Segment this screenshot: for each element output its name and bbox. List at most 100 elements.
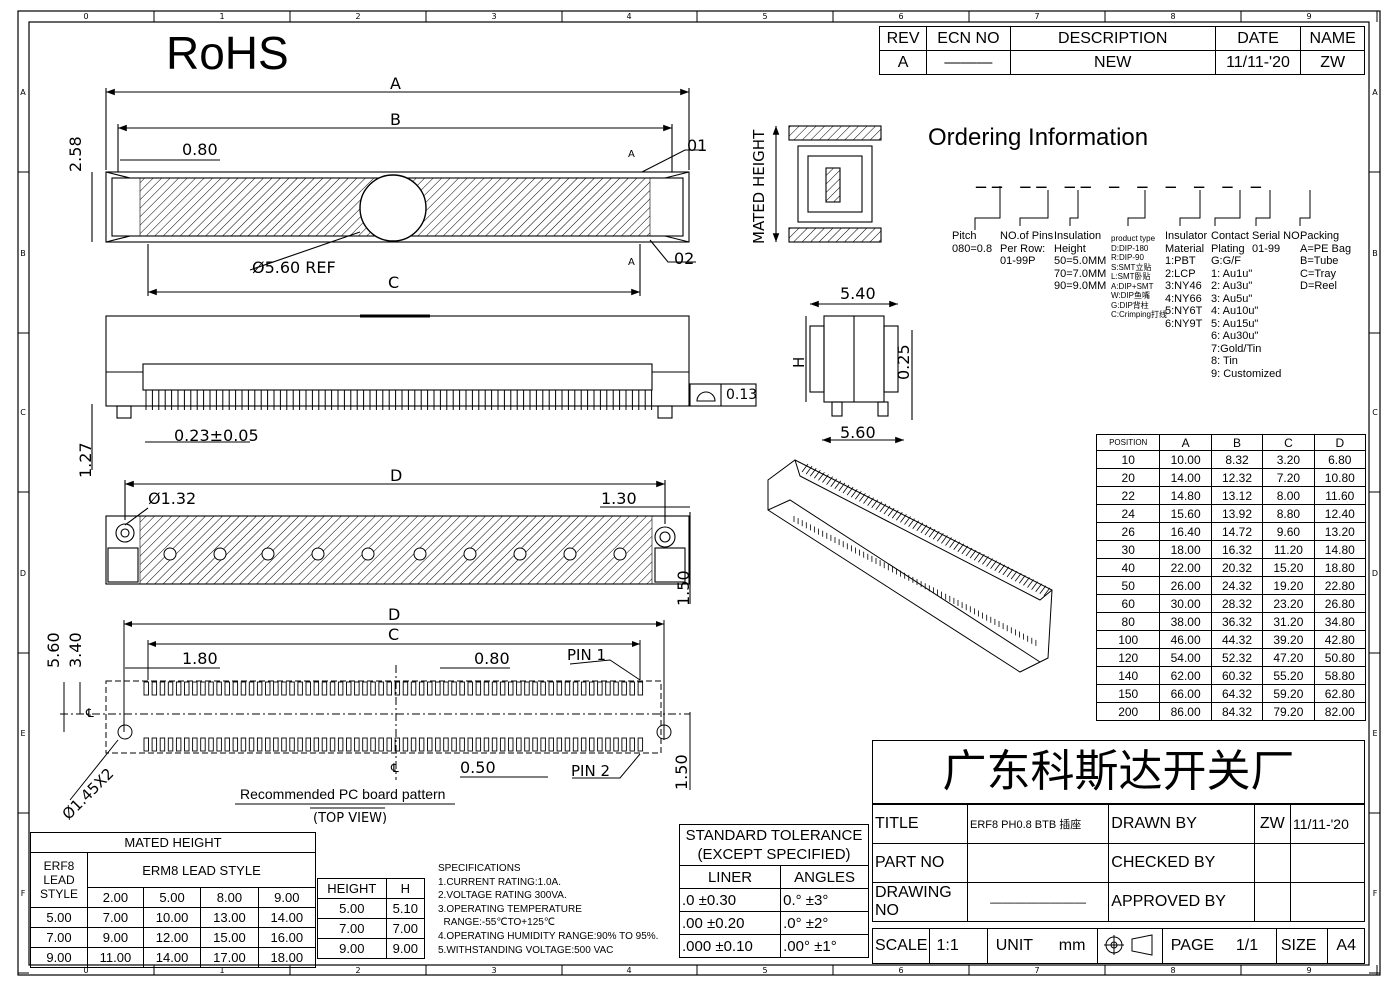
mated-col-header: 9.00 xyxy=(257,887,317,908)
position-cell: 52.32 xyxy=(1210,648,1264,667)
flatness-value: 0.13 xyxy=(726,387,758,403)
spec-line: RANGE:-55℃TO+125℃ xyxy=(438,917,556,929)
ordering-line: C=Tray xyxy=(1300,267,1336,280)
ordering-line: 01-99P xyxy=(1000,255,1036,267)
ordering-serial: Serial NO.01-99 xyxy=(1252,230,1303,255)
pcb-pitch-2: 0.80 xyxy=(474,649,510,668)
position-cell: 14.72 xyxy=(1210,522,1264,541)
ecn-header: ECN NO xyxy=(926,26,1011,51)
pcb-gap-label: 0.50 xyxy=(460,758,496,777)
pin1-label: PIN 1 xyxy=(567,646,607,664)
position-cell: 23.20 xyxy=(1262,594,1315,613)
mated-cell: 9.00 xyxy=(87,927,144,948)
zone-left-4: E xyxy=(20,729,25,738)
side-view-leads xyxy=(145,390,653,410)
ordering-line: R:DIP-90 xyxy=(1111,253,1144,262)
drawn-by-value: ZW xyxy=(1253,804,1292,844)
zone-bottom-5: 5 xyxy=(762,966,767,975)
drawing-no-label: DRAWING NO xyxy=(872,882,968,922)
mated-cell: 18.00 xyxy=(257,947,317,968)
ordering-blanks: __ __ __ _ _ _ _ _ _ xyxy=(976,164,1267,188)
pcb-view-caption: (TOP VIEW) xyxy=(313,811,388,826)
ordering-line: 5: Au15u" xyxy=(1211,317,1259,330)
pcb-h1: 5.60 xyxy=(44,632,63,668)
position-cell: 39.20 xyxy=(1262,630,1315,649)
position-cell: 120 xyxy=(1095,648,1161,667)
position-cell: 100 xyxy=(1095,630,1161,649)
ordering-line: G:DIP背柱 xyxy=(1111,300,1149,310)
position-cell: 59.20 xyxy=(1262,684,1315,703)
tolerance-cell: .00° ±1° xyxy=(780,934,869,958)
top-view xyxy=(91,88,705,296)
position-cell: 9.60 xyxy=(1262,522,1315,541)
spec-line: 4.OPERATING HUMIDITY RANGE:90% TO 95%. xyxy=(438,930,659,942)
position-cell: 20 xyxy=(1095,468,1161,487)
height-cell: 5.00 xyxy=(317,898,387,919)
position-cell: 18.00 xyxy=(1159,540,1212,559)
mated-col-header: 2.00 xyxy=(87,887,144,908)
dim-a-label: A xyxy=(390,74,401,93)
ordering-line: 50=5.0MM xyxy=(1054,255,1107,267)
date-header: DATE xyxy=(1214,26,1302,51)
position-cell: 55.20 xyxy=(1262,666,1315,685)
zone-bottom-3: 3 xyxy=(491,966,496,975)
position-cell: 34.80 xyxy=(1313,612,1367,631)
zone-top-4: 4 xyxy=(626,12,631,21)
spec-line: 5.WITHSTANDING VOLTAGE:500 VAC xyxy=(438,944,614,956)
ordering-line: A=PE Bag xyxy=(1300,242,1352,255)
zone-top-8: 8 xyxy=(1170,12,1175,21)
position-cell: 44.32 xyxy=(1210,630,1264,649)
approved-by-value xyxy=(1253,882,1292,922)
position-header: D xyxy=(1313,434,1367,451)
position-cell: 42.80 xyxy=(1313,630,1367,649)
ordering-line: D=Reel xyxy=(1300,280,1337,292)
mated-col-header: 5.00 xyxy=(142,887,202,908)
position-cell: 22 xyxy=(1095,486,1161,505)
position-cell: 64.32 xyxy=(1210,684,1264,703)
section-width2-label: 5.60 xyxy=(840,423,876,442)
zone-right-4: E xyxy=(1372,729,1377,738)
mated-cell: 17.00 xyxy=(200,947,259,968)
ordering-line: 5:NY6T xyxy=(1165,305,1203,317)
position-cell: 30 xyxy=(1095,540,1161,559)
pcb-pads xyxy=(143,681,644,752)
page-label: PAGE xyxy=(1170,937,1215,954)
ordering-line: 70=7.0MM xyxy=(1054,267,1107,280)
position-cell: 11.60 xyxy=(1313,486,1367,505)
isometric-pins xyxy=(793,463,1051,646)
zone-top-9: 9 xyxy=(1306,12,1311,21)
position-cell: 54.00 xyxy=(1159,648,1212,667)
ordering-line: Serial NO. xyxy=(1252,230,1303,242)
ordering-line: product type xyxy=(1111,234,1156,243)
checked-by-date xyxy=(1290,843,1365,883)
bottom-view-holes xyxy=(163,547,627,561)
ordering-line: Packing xyxy=(1300,230,1340,242)
spec-line: 1.CURRENT RATING:1.0A. xyxy=(438,876,561,888)
ordering-line: 2: Au3u" xyxy=(1211,280,1253,292)
spec-line: SPECIFICATIONS xyxy=(438,863,521,874)
pcb-caption: Recommended PC board pattern xyxy=(240,786,446,802)
rev-header: REV xyxy=(878,26,928,51)
ordering-line: 3:NY46 xyxy=(1165,280,1202,292)
date-value: 11/11-'20 xyxy=(1214,50,1302,75)
zone-right-2: C xyxy=(1372,408,1378,417)
position-cell: 26.80 xyxy=(1313,594,1367,613)
position-cell: 66.00 xyxy=(1159,684,1212,703)
rohs-mark: RoHS xyxy=(166,27,289,79)
pcb-pitch-1: 1.80 xyxy=(182,649,218,668)
zone-top-5: 5 xyxy=(762,12,767,21)
tolerance-cell: .000 ±0.10 xyxy=(678,934,782,958)
drawing-no-value: ———————— xyxy=(966,882,1110,922)
position-cell: 36.32 xyxy=(1210,612,1264,631)
size-value: A4 xyxy=(1336,937,1356,954)
position-cell: 3.20 xyxy=(1262,450,1315,469)
ordering-line: A:DIP+SMT xyxy=(1111,281,1154,291)
position-cell: 40 xyxy=(1095,558,1161,577)
zone-right-5: F xyxy=(1373,889,1378,898)
section-a-top: A xyxy=(628,149,635,160)
position-cell: 47.20 xyxy=(1262,648,1315,667)
checked-by-label: CHECKED BY xyxy=(1108,843,1255,883)
